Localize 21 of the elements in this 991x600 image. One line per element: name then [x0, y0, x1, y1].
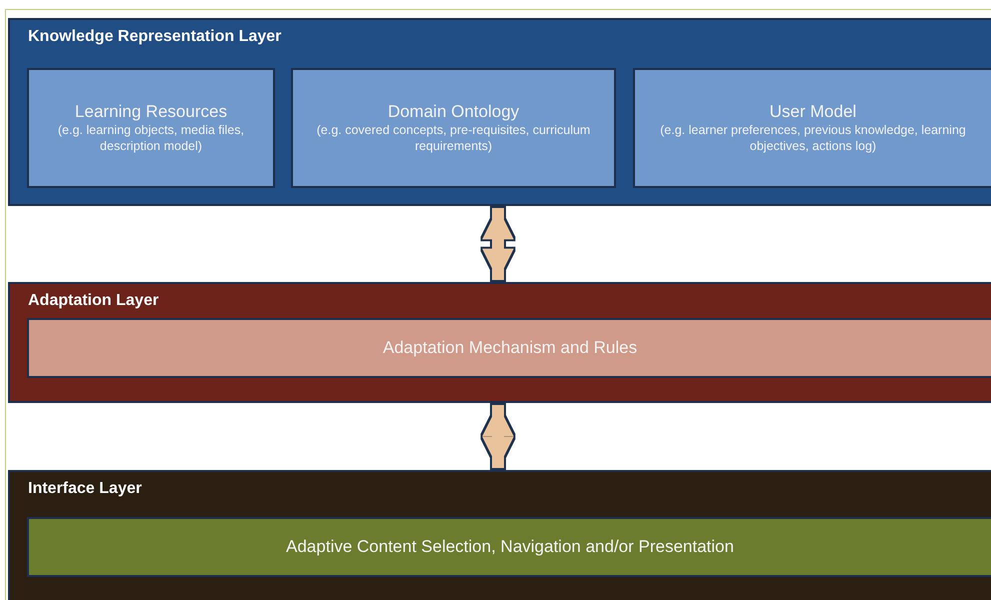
layer-title: Knowledge Representation Layer: [28, 28, 282, 46]
box-description: (e.g. learning objects, media files, description model): [56, 122, 246, 154]
layer-title: Interface Layer: [28, 480, 142, 498]
layer-title: Adaptation Layer: [28, 292, 159, 310]
component-box: [633, 68, 991, 188]
box-description: (e.g. covered concepts, pre-requisites, curriculum requirements): [316, 122, 592, 154]
component-box: [27, 517, 991, 577]
double-arrow: [482, 405, 514, 468]
layer-panel: [8, 282, 991, 403]
box-title: User Model: [770, 102, 856, 122]
layer-panel: [8, 470, 991, 600]
component-box: [291, 68, 616, 188]
double-arrow: [482, 208, 514, 280]
box-title: Adaptation Mechanism and Rules: [382, 338, 638, 358]
box-title: Adaptive Content Selection, Navigation and/or Presentation: [286, 537, 734, 557]
box-title: Domain Ontology: [388, 102, 520, 122]
component-box: [27, 318, 991, 378]
component-box: [27, 68, 275, 188]
box-title: Learning Resources: [74, 102, 228, 122]
layer-panel: [8, 18, 991, 206]
box-description: (e.g. learner preferences, previous knowledge, learning objectives, actions log): [659, 122, 967, 154]
